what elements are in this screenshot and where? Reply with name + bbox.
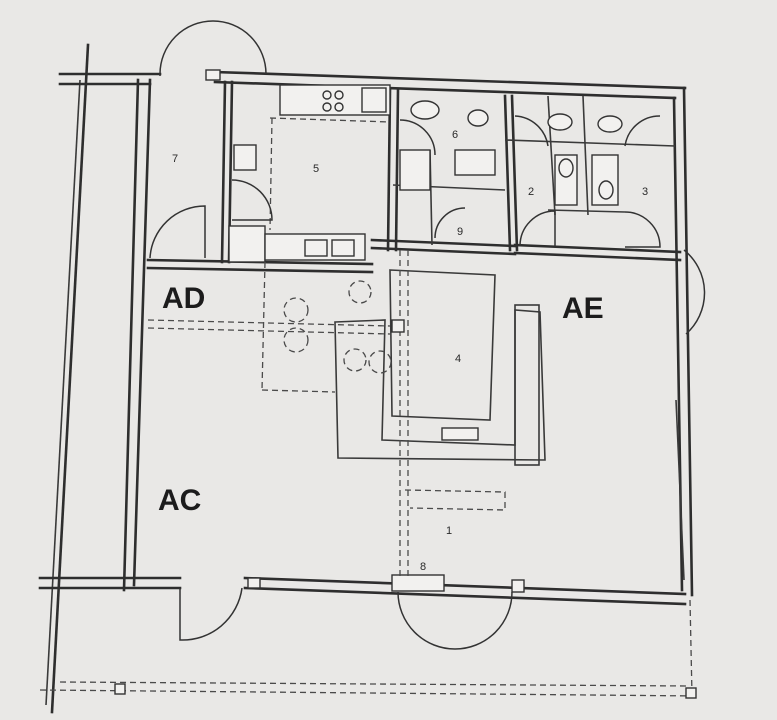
exterior-left-wall: [45, 43, 152, 714]
door-room3: [624, 211, 661, 248]
zone-label-ad: AD: [162, 282, 205, 315]
right-wall: [672, 86, 694, 597]
island-structure: [147, 250, 546, 580]
room-number-8: 8: [420, 561, 426, 573]
dining-chairs: [283, 280, 392, 374]
doors: [149, 20, 706, 650]
door-east: [683, 249, 706, 335]
right-column: [514, 304, 540, 466]
door-south: [397, 591, 513, 650]
door-bath-a: [514, 115, 549, 147]
room-number-6: 6: [452, 129, 458, 141]
room-number-9: 9: [457, 226, 463, 238]
room-number-4: 4: [455, 353, 461, 365]
door-room7: [149, 205, 206, 259]
door-room6: [399, 119, 436, 156]
door-kitchen: [231, 179, 273, 221]
door-southwest: [179, 587, 243, 641]
door-arc-top: [159, 20, 267, 75]
zone-label-ac: AC: [158, 484, 201, 517]
terrace-outline: [39, 599, 701, 699]
door-room2: [519, 210, 556, 247]
room-number-7: 7: [172, 153, 178, 165]
door-bath-b: [624, 115, 661, 147]
room-number-2: 2: [528, 186, 534, 198]
room-number-5: 5: [313, 163, 319, 175]
zone-label-ae: AE: [562, 292, 604, 325]
door-room9: [434, 207, 466, 239]
bathroom-fixtures: [399, 100, 623, 206]
room-number-3: 3: [642, 186, 648, 198]
kitchen-fixtures: [228, 84, 391, 263]
room-number-1: 1: [446, 525, 452, 537]
bottom-wall: [38, 574, 687, 606]
